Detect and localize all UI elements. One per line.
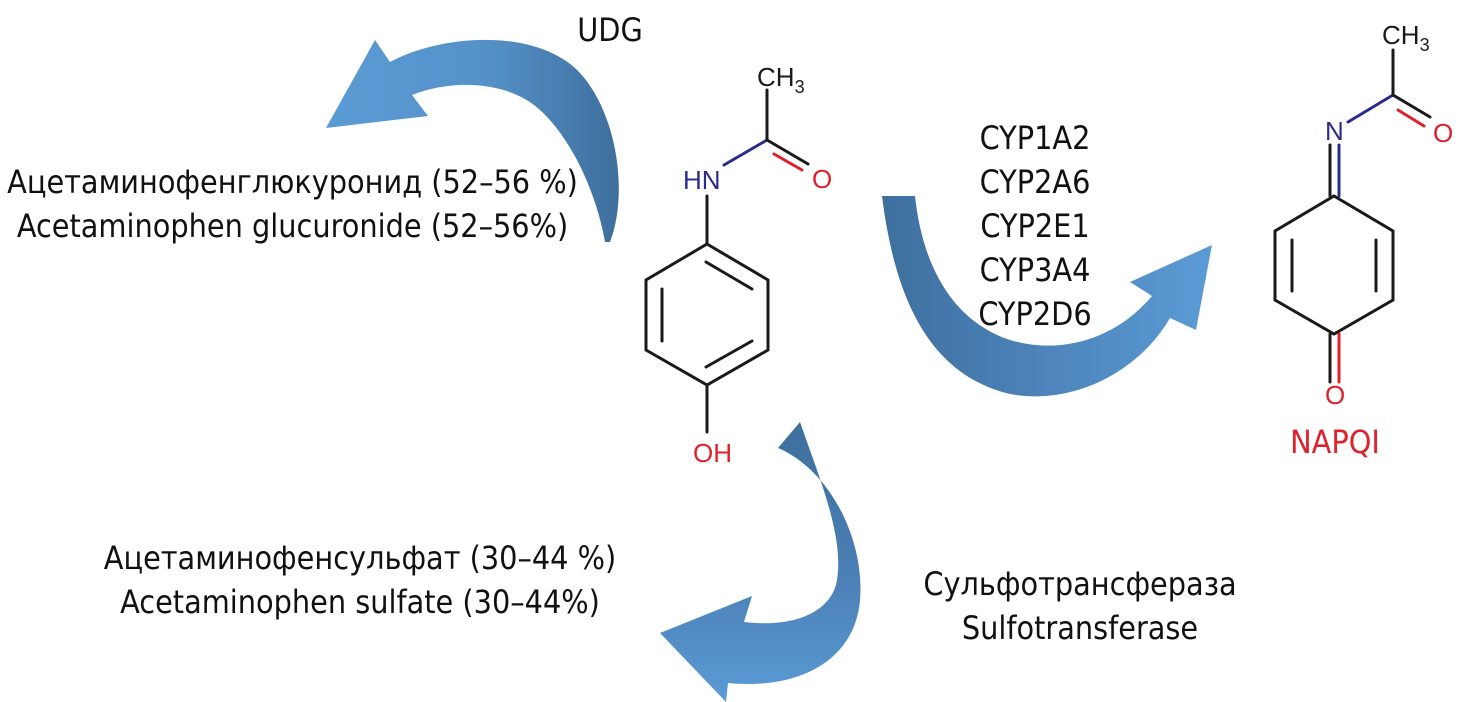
- ring-double-bond: [704, 339, 754, 369]
- paracetamol-ch3-label: CH3: [757, 62, 805, 97]
- cyp-arrow: [882, 196, 1212, 397]
- paracetamol-o-label: O: [812, 164, 832, 194]
- cyp-item: CYP2E1: [980, 207, 1090, 245]
- sulfate-label-ru: Ацетаминофенсульфат (30–44 %): [103, 539, 617, 577]
- napqi-bond-c-o: [1391, 93, 1432, 119]
- paracetamol-nh-label: HN: [683, 165, 721, 195]
- cyp-item: CYP2A6: [979, 163, 1091, 201]
- glucuronide-label-en: Acetaminophen glucuronide (52–56%): [16, 207, 569, 245]
- napqi-o-acetyl-label: O: [1433, 118, 1453, 148]
- napqi-o-ring-label: O: [1325, 380, 1345, 410]
- cyp-list: CYP1A2 CYP2A6 CYP2E1 CYP3A4 CYP2D6: [955, 116, 1115, 336]
- napqi-structure: [1273, 48, 1432, 384]
- napqi-bond-c-o-double: [1396, 108, 1426, 128]
- udg-label: UDG: [577, 11, 643, 49]
- bond-c-o: [765, 138, 810, 166]
- ring-double-bond: [704, 260, 754, 291]
- napqi-label: NAPQI: [1290, 423, 1380, 461]
- sulfotransferase-label-en: Sulfotransferase: [961, 609, 1199, 647]
- napqi-ring: [1273, 194, 1395, 336]
- bond-c-o-double: [772, 152, 804, 172]
- paracetamol-structure: [644, 88, 810, 434]
- sulfotransferase-arrow: [660, 422, 861, 702]
- udg-arrow: [326, 39, 619, 243]
- sulfate-label-en: Acetaminophen sulfate (30–44%): [120, 583, 600, 621]
- cyp-item: CYP2D6: [978, 295, 1092, 333]
- sulfotransferase-label-ru: Сульфотрансфераза: [923, 565, 1237, 603]
- napqi-n-label: N: [1325, 116, 1344, 146]
- paracetamol-ring: [644, 242, 770, 387]
- glucuronide-label-ru: Ацетаминофенглюкуронид (52–56 %): [7, 163, 578, 201]
- napqi-ch3-label: CH3: [1382, 20, 1430, 55]
- cyp-item: CYP1A2: [979, 119, 1091, 157]
- cyp-item: CYP3A4: [979, 251, 1091, 289]
- paracetamol-oh-label: OH: [693, 438, 732, 468]
- bond-n-c: [722, 138, 769, 167]
- napqi-bond-n-c: [1346, 93, 1395, 124]
